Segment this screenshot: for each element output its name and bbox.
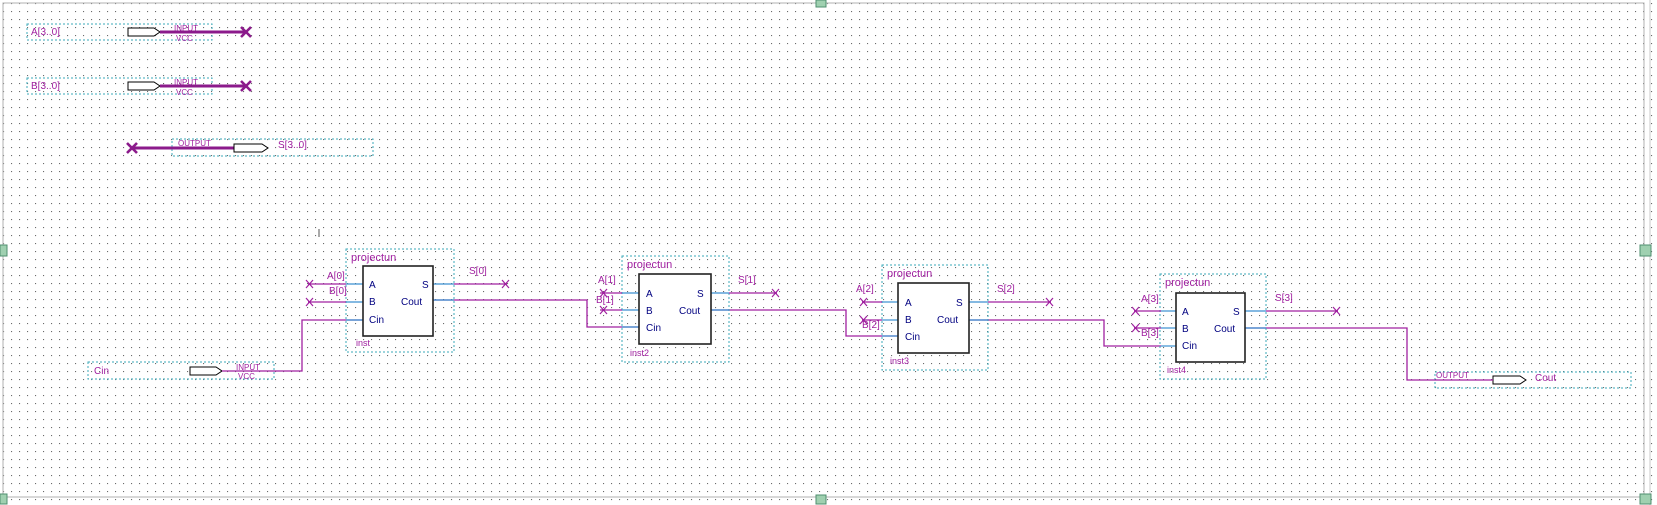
pin-cin-symbol[interactable] (189, 366, 223, 376)
block-inst-port-cin: Cin (369, 315, 384, 326)
pin-a-symbol[interactable] (127, 27, 161, 37)
block-inst4-body[interactable] (1175, 292, 1246, 363)
label-b2: B[2] (862, 320, 880, 331)
block-inst2-body[interactable] (638, 273, 712, 345)
pin-a-vcc: VCC (176, 34, 193, 43)
pin-cin-vcc: VCC (238, 372, 255, 381)
block-inst4-port-s: S (1233, 307, 1240, 318)
block-inst3-title: projectun (887, 268, 932, 280)
resize-handle-top[interactable] (815, 0, 827, 8)
block-inst-port-b: B (369, 297, 376, 308)
resize-handle-corner-br[interactable] (1639, 493, 1652, 505)
label-s2: S[2] (997, 284, 1015, 295)
block-inst4-port-cout: Cout (1214, 324, 1235, 335)
label-a0: A[0] (327, 271, 345, 282)
block-inst4-port-cin: Cin (1182, 341, 1197, 352)
label-s3: S[3] (1275, 293, 1293, 304)
block-inst2-frame (621, 255, 730, 363)
pin-s-symbol[interactable] (233, 143, 269, 153)
label-s0: S[0] (469, 266, 487, 277)
pin-b-vcc: VCC (176, 88, 193, 97)
block-inst3-frame (881, 264, 989, 371)
pin-b-name: B[3..0] (31, 81, 60, 92)
block-inst2-title: projectun (627, 259, 672, 271)
pin-cin-input[interactable]: Cin INPUT VCC (87, 361, 275, 381)
block-inst-frame (345, 248, 455, 353)
block-inst2-port-s: S (697, 289, 704, 300)
pin-s-type: OUTPUT (178, 139, 211, 148)
pin-a-type: INPUT (174, 24, 198, 33)
block-inst4-port-a: A (1182, 307, 1189, 318)
block-inst2-port-cin: Cin (646, 323, 661, 334)
pin-b-type: INPUT (174, 78, 198, 87)
pin-cout-name: Cout (1535, 373, 1556, 384)
pin-s-output[interactable]: OUTPUT S[3..0] (126, 138, 374, 157)
block-inst2-port-a: A (646, 289, 653, 300)
pin-b-symbol[interactable] (127, 81, 161, 91)
block-inst3-port-cin: Cin (905, 332, 920, 343)
label-a3: A[3] (1141, 294, 1159, 305)
wire-cin-to-inst[interactable] (222, 319, 363, 372)
block-inst-port-a: A (369, 280, 376, 291)
block-inst2-name: inst2 (630, 348, 649, 358)
block-inst3-port-b: B (905, 315, 912, 326)
resize-handle-corner-bl[interactable] (0, 493, 8, 505)
label-a2: A[2] (856, 284, 874, 295)
block-inst4[interactable]: projectun inst4 A B Cin S Cout (1159, 273, 1267, 380)
wire-carry-inst4-to-cout[interactable] (1245, 327, 1493, 381)
label-b1: B[1] (596, 295, 614, 306)
pin-s-name: S[3..0] (278, 140, 307, 151)
resize-handle-left[interactable] (0, 244, 8, 257)
block-inst3-name: inst3 (890, 356, 909, 366)
wire-carry-inst-to-inst2[interactable] (433, 299, 639, 328)
block-inst3[interactable]: projectun inst3 A B Cin S Cout (881, 264, 989, 371)
wire-carry-inst2-to-inst3[interactable] (711, 309, 898, 337)
block-inst2-port-b: B (646, 306, 653, 317)
block-inst2[interactable]: projectun inst2 A B Cin S Cout (621, 255, 730, 363)
block-inst-body[interactable] (362, 265, 434, 337)
wire-carry-inst3-to-inst4[interactable] (969, 319, 1161, 347)
resize-handle-bottom[interactable] (815, 494, 827, 505)
block-inst3-port-s: S (956, 298, 963, 309)
resize-handle-right[interactable] (1639, 244, 1652, 257)
label-b0: B[0] (329, 286, 347, 297)
block-inst4-name: inst4 (1167, 365, 1186, 375)
block-inst2-port-cout: Cout (679, 306, 700, 317)
pin-cout-symbol[interactable] (1492, 375, 1527, 385)
label-s1: S[1] (738, 275, 756, 286)
pin-cin-name: Cin (94, 366, 109, 377)
pin-a-name: A[3..0] (31, 27, 60, 38)
block-inst-port-s: S (422, 280, 429, 291)
label-b3: B[3] (1141, 328, 1159, 339)
pin-s-frame (171, 138, 374, 157)
block-inst3-port-cout: Cout (937, 315, 958, 326)
pin-cin-frame (87, 361, 275, 380)
label-a1: A[1] (598, 275, 616, 286)
block-inst-port-cout: Cout (401, 297, 422, 308)
block-inst[interactable]: projectun inst A B Cin S Cout (345, 248, 455, 353)
pin-a-input[interactable]: A[3..0] INPUT VCC (26, 23, 252, 43)
block-inst-name: inst (356, 338, 371, 348)
block-inst3-port-a: A (905, 298, 912, 309)
block-inst4-frame (1159, 273, 1267, 380)
block-inst-title: projectun (351, 252, 396, 264)
pin-cin-type: INPUT (236, 363, 260, 372)
block-inst4-title: projectun (1165, 277, 1210, 289)
block-inst3-body[interactable] (897, 282, 970, 354)
pin-b-input[interactable]: B[3..0] INPUT VCC (26, 77, 252, 97)
block-inst4-port-b: B (1182, 324, 1189, 335)
pin-cout-type: OUTPUT (1436, 371, 1469, 380)
